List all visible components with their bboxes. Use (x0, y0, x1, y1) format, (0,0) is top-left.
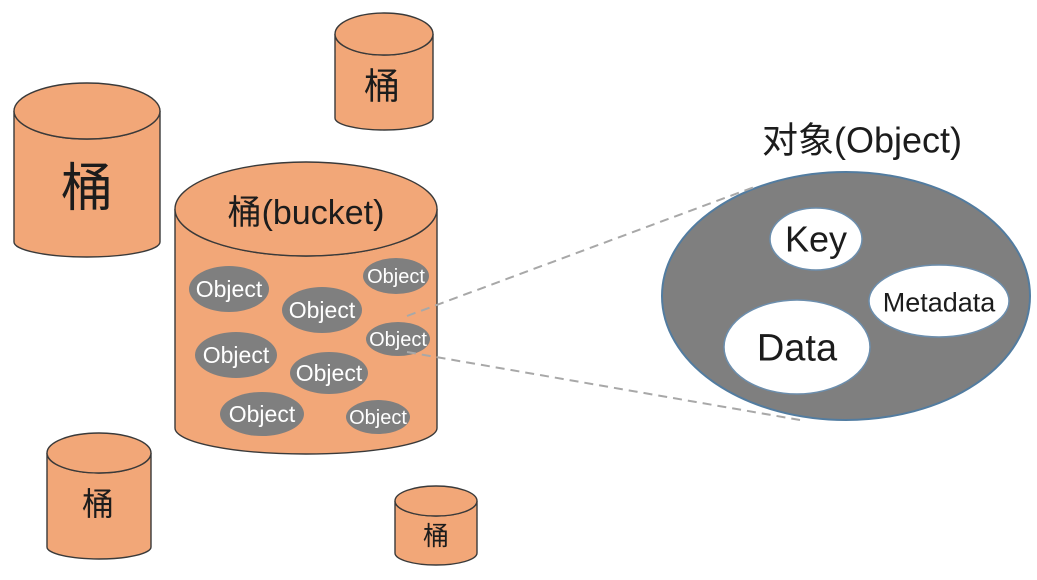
bucket-bottom-left-label: 桶 (82, 486, 114, 522)
bucket-bottom-middle: 桶 (394, 485, 478, 566)
key-label: Key (785, 219, 847, 260)
bucket-bottom-middle-lid (394, 485, 478, 517)
object-label: Object (367, 266, 425, 288)
object-item-2: Object (363, 258, 429, 294)
data-ellipse (723, 299, 871, 395)
metadata-label: Metadata (883, 287, 997, 317)
bucket-bottom-middle-label: 桶 (423, 521, 449, 551)
object-detail-title: 对象(Object) (762, 120, 962, 161)
object-label: Object (196, 276, 263, 302)
object-item-3: Object (195, 332, 277, 378)
object-detail: 对象(Object) Key Metadata Data (661, 120, 1031, 421)
object-label: Object (349, 407, 407, 429)
object-ellipse (290, 352, 368, 394)
object-label: Object (296, 360, 363, 386)
zoom-dashed-line-lower (406, 351, 801, 421)
object-ellipse (189, 266, 269, 312)
metadata-ellipse (868, 264, 1010, 338)
object-part-metadata: Metadata (868, 264, 1010, 338)
bucket-left-lid (13, 82, 161, 140)
object-ellipse (220, 392, 304, 436)
bucket-bottom-left-lid (46, 432, 152, 474)
bucket-top-label: 桶 (364, 66, 400, 107)
data-label: Data (757, 327, 838, 369)
bucket-left: 桶 (13, 82, 161, 258)
object-label: Object (289, 297, 356, 323)
object-item-7: Object (346, 400, 410, 434)
object-label: Object (229, 401, 296, 427)
object-ellipse (346, 400, 410, 434)
object-part-key: Key (769, 207, 863, 271)
bucket-top: 桶 (334, 12, 434, 131)
object-ellipse (366, 322, 430, 356)
object-ellipse (363, 258, 429, 294)
bucket-left-label: 桶 (61, 160, 113, 218)
object-item-1: Object (282, 287, 362, 333)
bucket-main-label: 桶(bucket) (228, 194, 385, 232)
bucket-bottom-left: 桶 (46, 432, 152, 560)
object-item-6: Object (220, 392, 304, 436)
bucket-main-lid (174, 161, 438, 257)
object-ellipse (282, 287, 362, 333)
object-item-0: Object (189, 266, 269, 312)
object-item-4: Object (366, 322, 430, 356)
object-item-5: Object (290, 352, 368, 394)
bucket-top-lid (334, 12, 434, 56)
object-label: Object (203, 342, 270, 368)
zoom-dashed-line-upper (406, 185, 758, 317)
bucket-main: 桶(bucket) Object Object Object Object Ob… (174, 161, 438, 455)
object-ellipse (195, 332, 277, 378)
key-ellipse (769, 207, 863, 271)
object-part-data: Data (723, 299, 871, 395)
object-label: Object (369, 329, 427, 351)
